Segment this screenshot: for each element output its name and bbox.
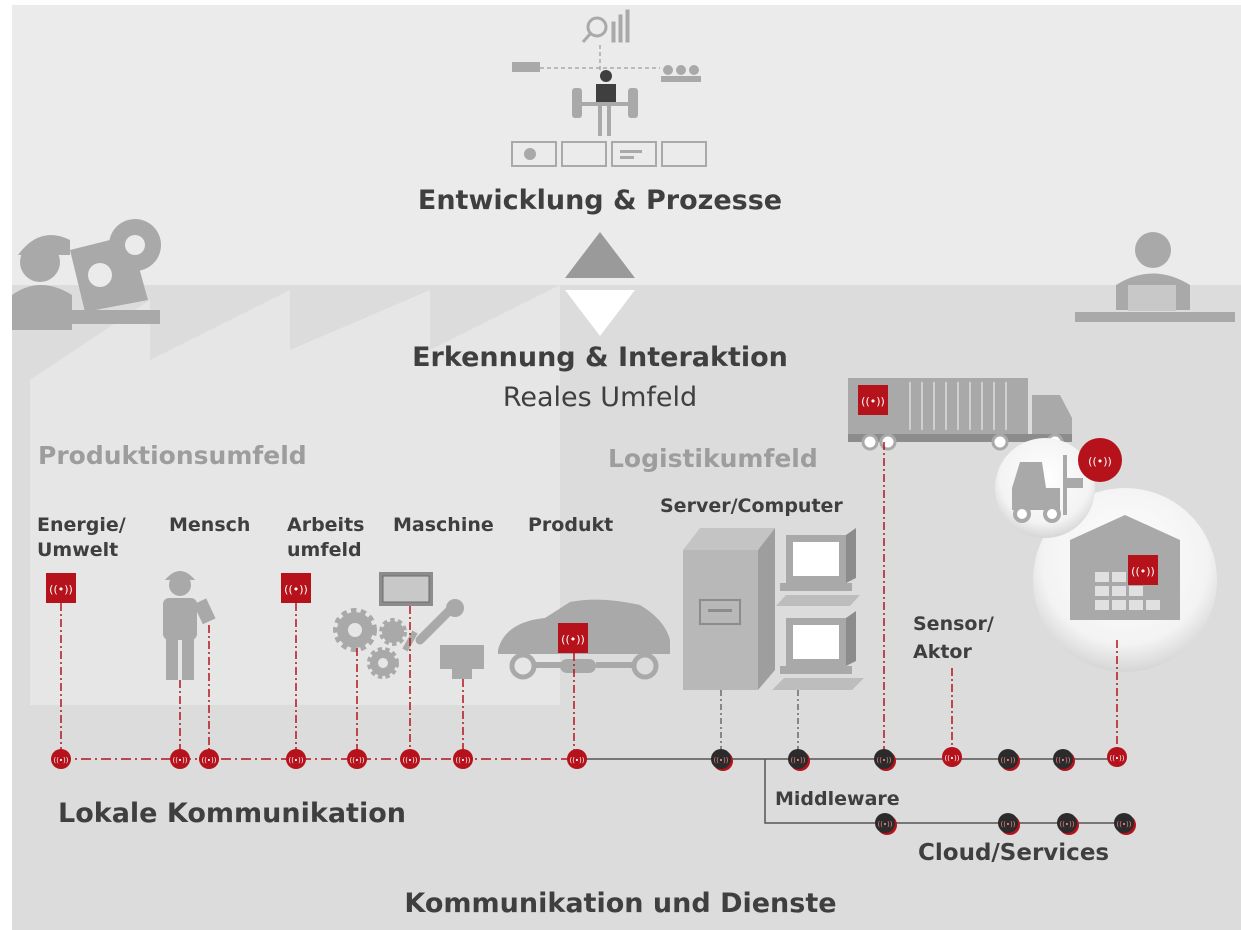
up-arrow-icon (565, 232, 635, 278)
meeting-icon (511, 9, 707, 167)
warehouse-icon (1070, 515, 1180, 620)
network-node (51, 749, 71, 769)
device-connectors (60, 442, 1118, 758)
forklift-sensor-badge (1078, 438, 1122, 482)
real-environment-label: Reales Umfeld (502, 382, 698, 413)
communication-services-footer: Kommunikation und Dienste (404, 888, 837, 919)
rfid-tag-icon (281, 573, 311, 603)
network-node (347, 749, 367, 769)
category-product: Produkt (528, 514, 614, 536)
network-node (400, 749, 420, 769)
down-arrow-icon (565, 290, 635, 336)
rfid-tag-icon (558, 623, 588, 653)
truck-icon (848, 378, 1072, 451)
production-environment-label: Produktionsumfeld (38, 441, 307, 470)
local-communication-label: Lokale Kommunikation (58, 798, 406, 829)
desk-user-icon (1075, 232, 1235, 322)
cloud-services-label: Cloud/Services (918, 840, 1110, 866)
sensor-actor-label: Sensor/Aktor (913, 613, 994, 663)
server-icon (683, 528, 775, 690)
top-band (12, 5, 1241, 290)
middleware-label: Middleware (775, 788, 900, 810)
network-node (1107, 747, 1127, 767)
network-node (942, 747, 962, 767)
category-energy: Energie/Umwelt (37, 514, 126, 561)
rfid-tag-icon (46, 573, 76, 603)
network-node (199, 749, 219, 769)
worker-icon (163, 571, 216, 680)
network-node (453, 749, 473, 769)
logistics-environment-label: Logistikumfeld (608, 444, 818, 473)
forklift-icon (1012, 455, 1083, 523)
network-node (170, 749, 190, 769)
robot-arm-icon (379, 572, 484, 679)
network-node (286, 749, 306, 769)
subtitle-erkennung: Erkennung & Interaktion (412, 342, 788, 373)
server-computer-label: Server/Computer (660, 495, 843, 517)
category-machine: Maschine (393, 514, 494, 536)
gears-icon (333, 608, 407, 679)
rfid-tag-icon (1128, 555, 1158, 585)
category-human: Mensch (169, 514, 251, 536)
network-node (567, 749, 587, 769)
computer-icon (772, 528, 864, 690)
engineer-laptop-icon (12, 219, 161, 330)
title-entwicklung: Entwicklung & Prozesse (417, 185, 783, 216)
svg-text:((•)): ((•)) (1088, 455, 1112, 468)
